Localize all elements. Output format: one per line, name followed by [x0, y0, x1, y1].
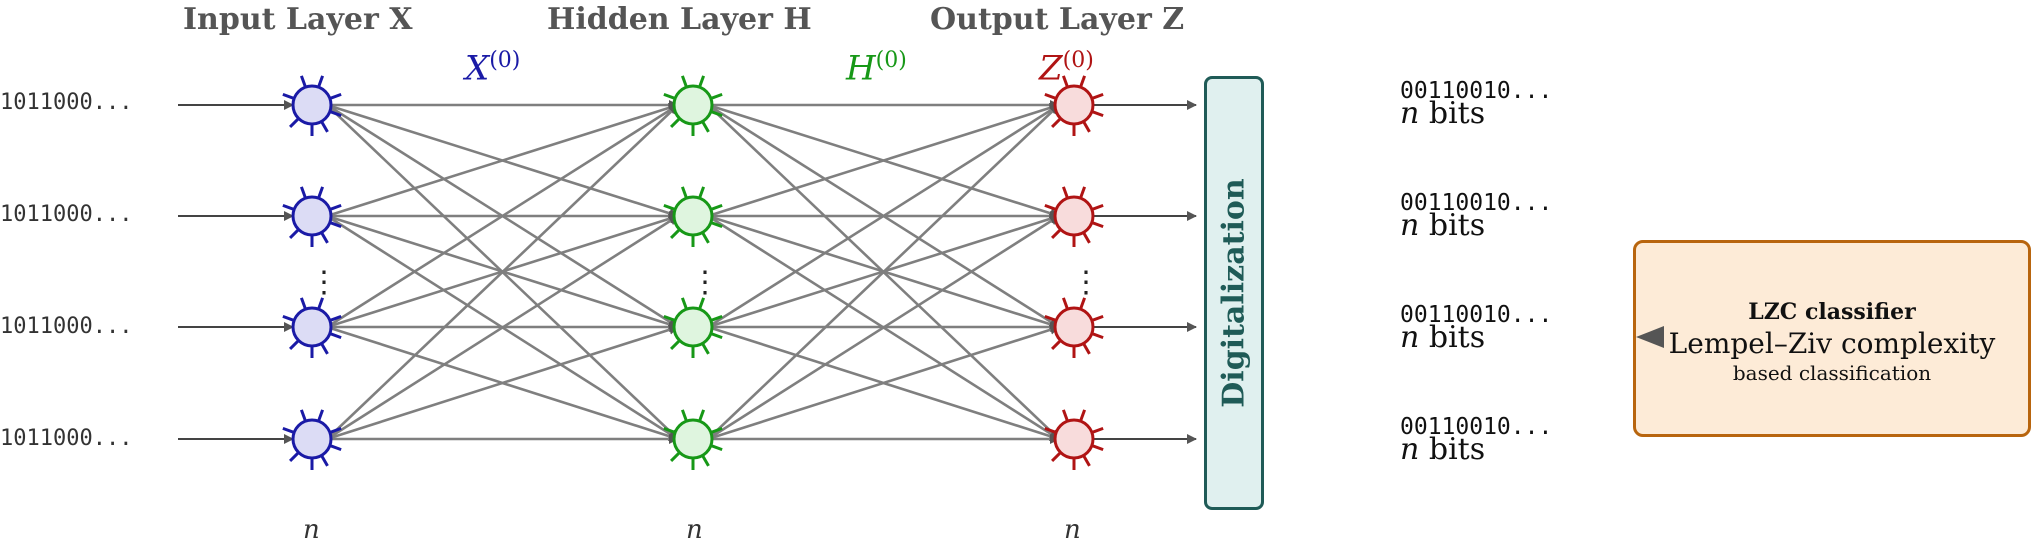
- hidden-layer-title: Hidden Layer H: [547, 2, 812, 37]
- lzc-classifier-subtitle2: based classification: [1732, 361, 1932, 385]
- neuron-circle: [1053, 195, 1095, 237]
- output-bit-count: n bits: [1400, 320, 1485, 355]
- neuron-node: [1044, 75, 1104, 136]
- output-n-symbol: n: [1400, 208, 1420, 243]
- neuron-circle: [1053, 84, 1095, 126]
- neuron-node: [1044, 409, 1104, 470]
- neuron-node: [663, 297, 723, 358]
- output-bit-count: n bits: [1400, 208, 1485, 243]
- output-n-symbol: n: [1400, 432, 1420, 467]
- neuron-node: [1044, 297, 1104, 358]
- connection-edge: [707, 102, 1060, 218]
- neuron-circle: [672, 418, 714, 460]
- connection-edge: [707, 324, 1060, 441]
- neuron-circle: [672, 306, 714, 348]
- neuron-circle: [672, 195, 714, 237]
- neuron-circle: [672, 84, 714, 126]
- vertical-ellipsis: ⋮: [690, 265, 720, 300]
- edge-label-x: X(0): [465, 48, 520, 88]
- edge-label-h: H(0): [846, 48, 907, 88]
- input-bitstring: 1011000...: [0, 90, 133, 115]
- connection-edges: [326, 100, 1060, 444]
- output-layer-title: Output Layer Z: [930, 2, 1185, 37]
- input-bitstring: 1011000...: [0, 202, 133, 227]
- edge-label-x-sup: (0): [489, 48, 521, 73]
- connection-edge: [707, 103, 1060, 329]
- edge-label-z-sup: (0): [1062, 48, 1094, 73]
- connection-edge: [707, 214, 1060, 441]
- neuron-circle: [291, 306, 333, 348]
- lzc-classifier-subtitle: Lempel–Ziv complexity: [1668, 327, 1996, 360]
- vertical-ellipsis: ⋮: [309, 265, 339, 300]
- io-arrows: [178, 100, 1197, 444]
- neuron-circle: [291, 418, 333, 460]
- neuron-node: [663, 186, 723, 247]
- edge-label-x-base: X: [465, 48, 490, 89]
- vertical-ellipses: ⋮ ⋮ ⋮: [309, 265, 1101, 300]
- output-bitstring: 00110010...: [1400, 414, 1553, 440]
- lzc-classifier-block: LZC classifier Lempel–Ziv complexity bas…: [1633, 240, 2031, 437]
- connection-edge: [326, 214, 679, 441]
- output-bits-unit: bits: [1428, 96, 1486, 131]
- edge-label-h-base: H: [846, 48, 876, 89]
- output-bits-unit: bits: [1428, 208, 1486, 243]
- output-bitstring: 00110010...: [1400, 190, 1553, 216]
- neuron-circle: [1053, 306, 1095, 348]
- connection-edge: [326, 103, 679, 329]
- output-bit-count: n bits: [1400, 432, 1485, 467]
- output-bitstring: 00110010...: [1400, 302, 1553, 328]
- output-n-symbol: n: [1400, 96, 1420, 131]
- connection-edge: [326, 104, 679, 440]
- output-layer-size: n: [1064, 515, 1081, 545]
- neuron-node: [282, 297, 342, 358]
- neuron-circle: [291, 84, 333, 126]
- neuron-nodes: [282, 75, 1104, 470]
- input-layer-title: Input Layer X: [183, 2, 413, 37]
- neuron-node: [282, 186, 342, 247]
- neuron-node: [663, 409, 723, 470]
- neuron-node: [282, 409, 342, 470]
- output-bits-unit: bits: [1428, 432, 1486, 467]
- neuron-node: [1044, 186, 1104, 247]
- hidden-layer-size: n: [686, 515, 703, 545]
- edge-label-z-base: Z: [1039, 48, 1063, 89]
- neuron-circle: [291, 195, 333, 237]
- edge-label-z: Z(0): [1039, 48, 1094, 88]
- input-bitstring: 1011000...: [0, 314, 133, 339]
- digitalization-label: Digitalization: [1216, 178, 1252, 408]
- output-bits-unit: bits: [1428, 320, 1486, 355]
- lzc-classifier-title: LZC classifier: [1748, 299, 1916, 325]
- neuron-node: [282, 75, 342, 136]
- connection-edge: [707, 104, 1060, 440]
- output-bit-count: n bits: [1400, 96, 1485, 131]
- edge-label-h-sup: (0): [875, 48, 907, 73]
- digitalization-block: Digitalization: [1204, 76, 1264, 510]
- neuron-circle: [1053, 418, 1095, 460]
- vertical-ellipsis: ⋮: [1071, 265, 1101, 300]
- input-layer-size: n: [303, 515, 320, 545]
- output-bitstring: 00110010...: [1400, 78, 1553, 104]
- output-n-symbol: n: [1400, 320, 1420, 355]
- connection-edge: [326, 324, 679, 441]
- input-bitstring: 1011000...: [0, 426, 133, 451]
- neuron-node: [663, 75, 723, 136]
- connection-edge: [326, 102, 679, 218]
